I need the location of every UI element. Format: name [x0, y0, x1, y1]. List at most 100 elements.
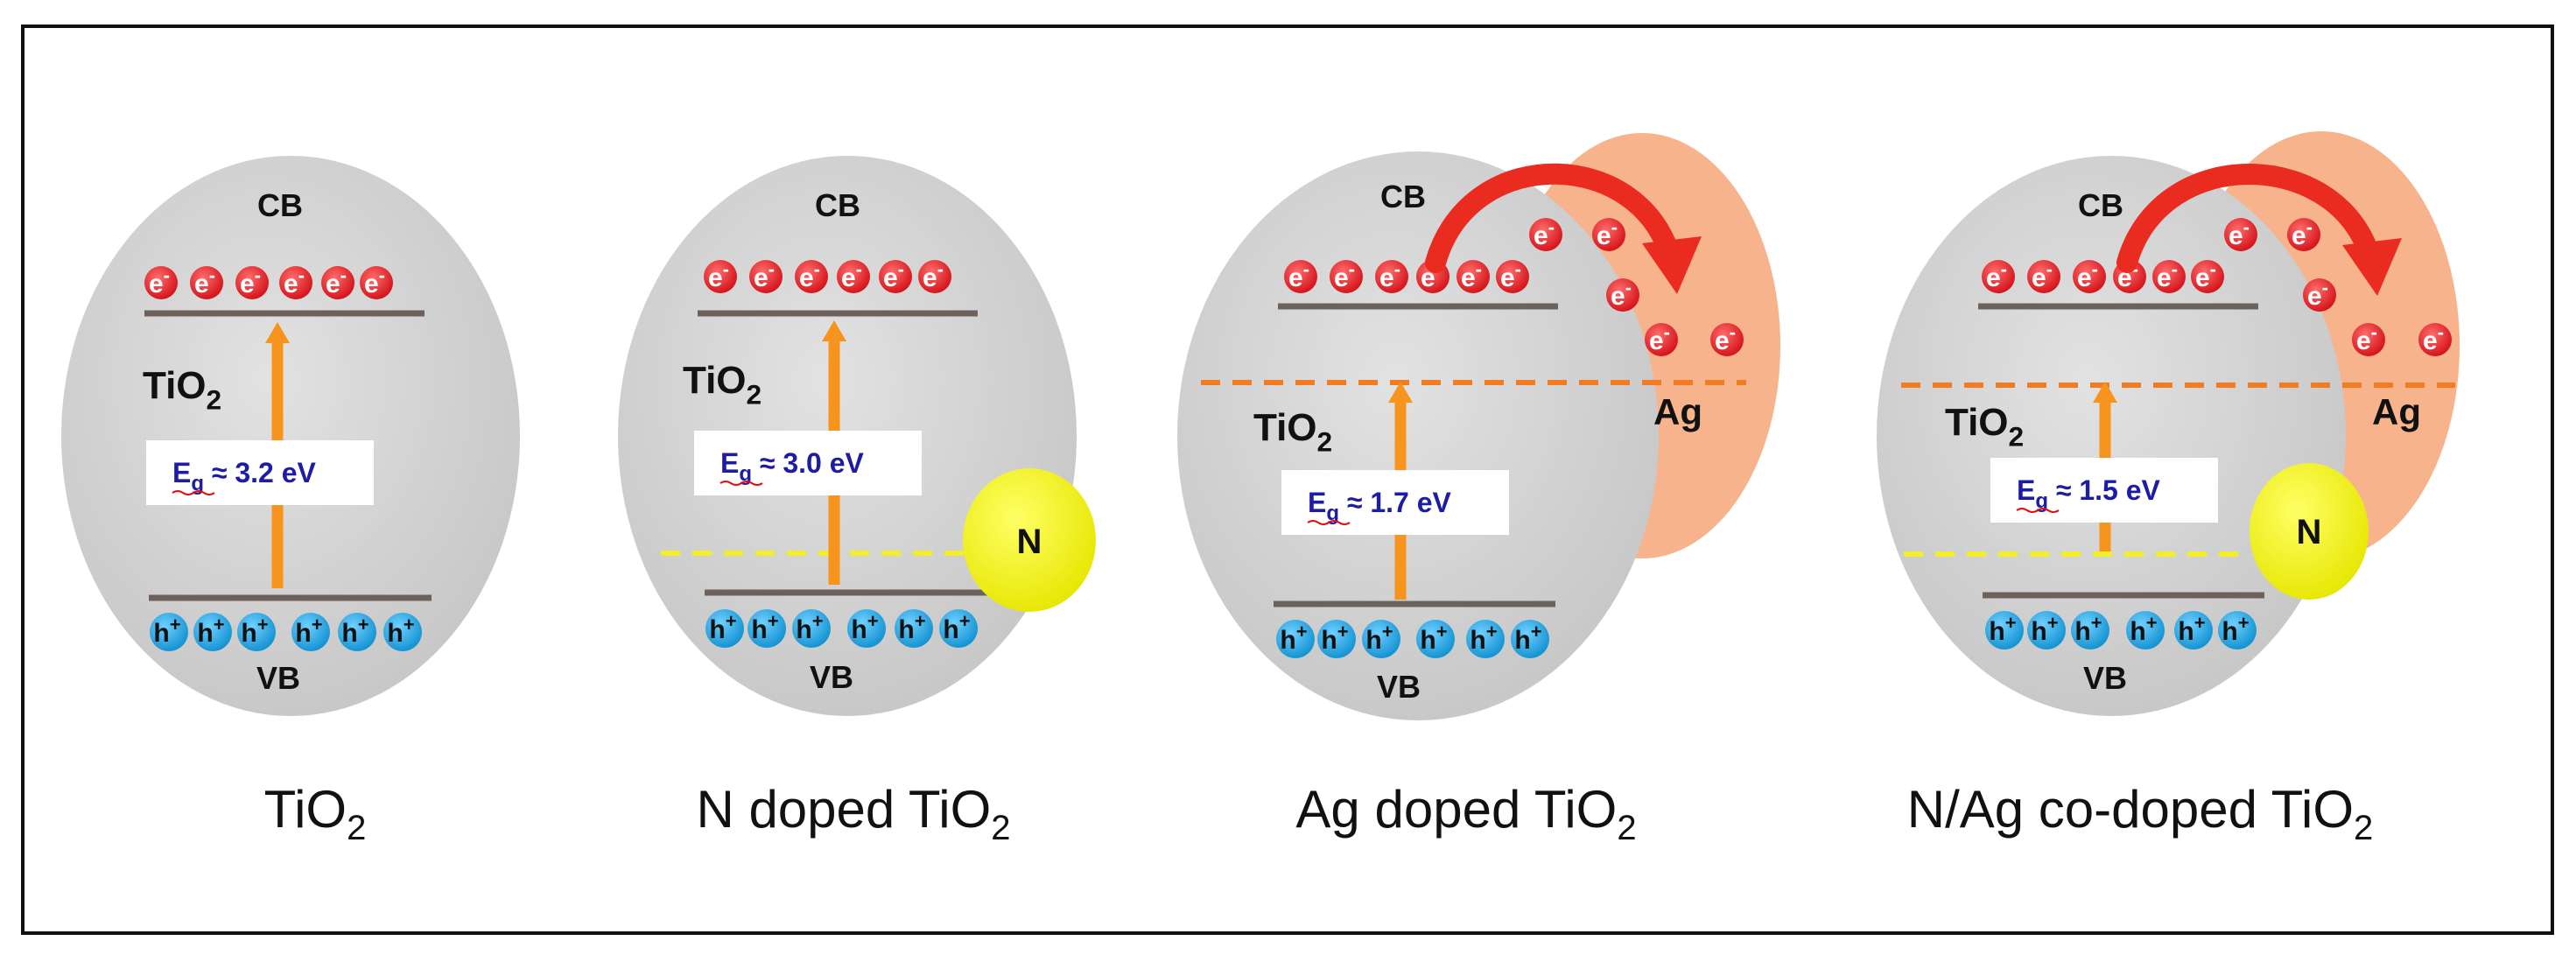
electron-circle	[2152, 260, 2186, 293]
electron-label: e-	[2195, 258, 2216, 292]
electron-circle	[1982, 260, 2015, 293]
electron-label: e-	[754, 258, 775, 292]
tio2-label: TiO2	[683, 359, 762, 410]
spellcheck-underline	[1307, 520, 1351, 525]
hole-circle	[2126, 611, 2165, 650]
spellcheck-underline	[719, 481, 763, 486]
electron: e-	[1606, 277, 1639, 312]
hole-circle	[1276, 620, 1315, 658]
electron-circle	[1330, 260, 1363, 293]
hole: h+	[1362, 620, 1400, 658]
excitation-arrowhead	[265, 322, 290, 343]
electron-circle	[1375, 260, 1408, 293]
electron-label: e-	[2423, 321, 2444, 355]
hole: h+	[847, 609, 886, 648]
electron-circle	[1496, 260, 1529, 293]
hole-label: h+	[709, 610, 736, 644]
electron-circle	[2287, 218, 2320, 251]
electron-circle	[2303, 278, 2336, 312]
electron-circle	[1645, 323, 1678, 356]
electron-label: e-	[2077, 258, 2098, 292]
electron-circle	[144, 266, 178, 299]
hole-circle	[383, 613, 422, 651]
electron-circle	[749, 260, 783, 293]
hole: h+	[705, 609, 744, 648]
band-gap-label: Eg ≈ 1.7 eV	[1308, 487, 1452, 525]
tio2-label-sub: 2	[1317, 425, 1333, 457]
hole-label: h+	[1365, 621, 1393, 655]
electron: e-	[1456, 258, 1490, 293]
hole-label: h+	[1470, 621, 1497, 655]
electron: e-	[2303, 277, 2336, 312]
hole-label: h+	[2130, 612, 2157, 646]
tio2-particle	[61, 156, 520, 716]
n-dopant-label: N	[1017, 523, 1042, 561]
electron: e-	[1710, 321, 1744, 356]
electron-circle	[1529, 218, 1562, 251]
electron-label: e-	[364, 264, 385, 298]
electron-label: e-	[2157, 258, 2178, 292]
electron-transfer-arrow	[1425, 163, 1682, 273]
hole-circle	[291, 613, 330, 651]
electron-circle	[1710, 323, 1744, 356]
electron-label: e-	[2032, 258, 2053, 292]
tio2-label-main: TiO	[143, 364, 207, 407]
electron-circle	[1606, 278, 1639, 312]
hole-label: h+	[796, 610, 823, 644]
hole-label: h+	[851, 610, 878, 644]
hole-circle	[1511, 620, 1549, 658]
hole: h+	[1511, 620, 1549, 658]
electron-circle	[235, 266, 269, 299]
electron: e-	[2191, 258, 2224, 293]
electron-circle	[2352, 323, 2385, 356]
electron: e-	[279, 264, 312, 299]
electron: e-	[837, 258, 870, 293]
electron-circle	[2027, 260, 2060, 293]
electron-label: e-	[2356, 321, 2377, 355]
electron-label: e-	[1534, 216, 1555, 250]
hole-circle	[1317, 620, 1356, 658]
hole: h+	[193, 613, 232, 651]
electron-circle	[279, 266, 312, 299]
cb-label: CB	[1380, 179, 1426, 214]
hole: h+	[2071, 611, 2109, 650]
electron: e-	[144, 264, 178, 299]
electron: e-	[2073, 258, 2106, 293]
hole-circle	[338, 613, 376, 651]
hole-circle	[1416, 620, 1455, 658]
electron-label: e-	[1611, 277, 1632, 311]
electron-circle	[837, 260, 870, 293]
tio2-label-sub: 2	[207, 383, 222, 415]
hole-circle	[1466, 620, 1505, 658]
excitation-arrowhead	[1388, 382, 1413, 403]
electron-label: e-	[1986, 258, 2007, 292]
tio2-particle	[1177, 151, 1659, 720]
hole-label: h+	[241, 614, 268, 648]
electron-transfer-arrowhead	[2342, 238, 2402, 296]
hole: h+	[383, 613, 422, 651]
electron-circle	[1456, 260, 1490, 293]
electron: e-	[2352, 321, 2385, 356]
hole-label: h+	[387, 614, 414, 648]
hole-circle	[1362, 620, 1400, 658]
excitation-arrowhead	[2093, 382, 2117, 403]
tio2-label-sub: 2	[2009, 420, 2025, 452]
electron: e-	[1592, 216, 1625, 251]
electron: e-	[1982, 258, 2015, 293]
electron-label: e-	[1461, 258, 1482, 292]
caption-n-doped-tio2: N doped TiO2	[696, 780, 1011, 847]
electron-label: e-	[1379, 258, 1400, 292]
electron: e-	[360, 264, 393, 299]
spellcheck-underline	[172, 490, 215, 495]
electron-circle	[1284, 260, 1317, 293]
tio2-label-sub: 2	[747, 378, 762, 410]
electron-label: e-	[923, 258, 944, 292]
excitation-arrowhead	[822, 320, 846, 341]
electron-label: e-	[1288, 258, 1309, 292]
hole-label: h+	[1420, 621, 1447, 655]
electron-label: e-	[326, 264, 347, 298]
electron: e-	[1529, 216, 1562, 251]
electron-label: e-	[194, 264, 215, 298]
